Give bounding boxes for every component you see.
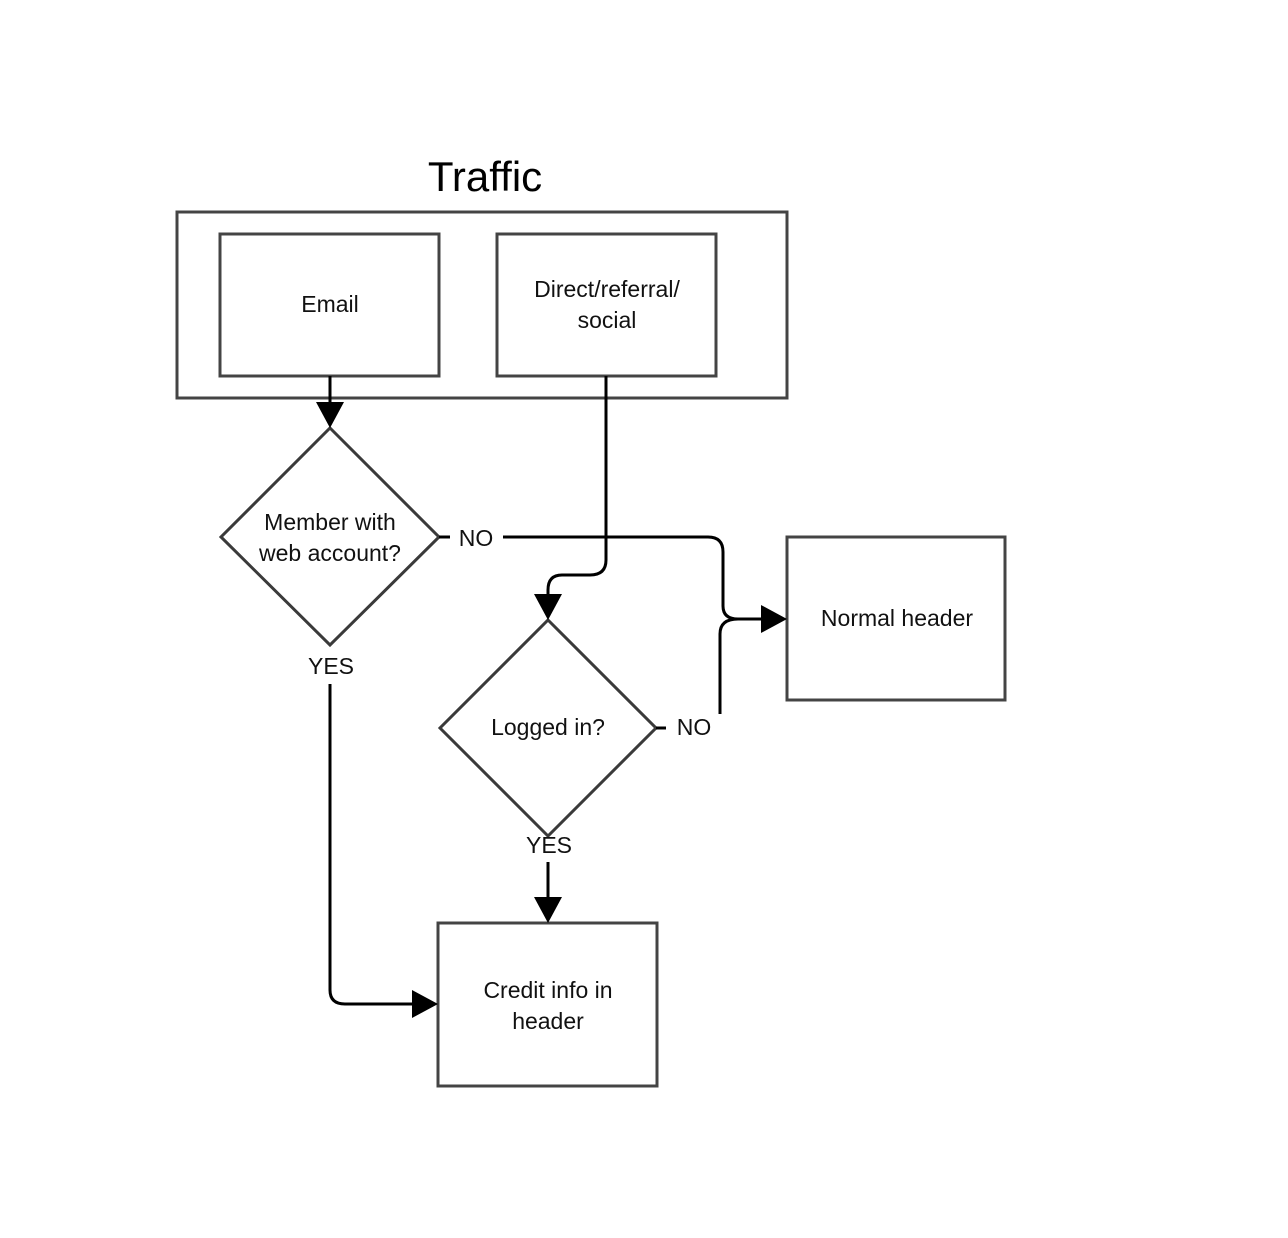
member-no-label: NO (459, 525, 494, 551)
direct-label-line1: Direct/referral/ (534, 276, 680, 302)
edge-logged-no-to-normal (718, 617, 739, 714)
normal-header-box (785, 535, 1007, 702)
member-label-line2: web account? (258, 540, 401, 566)
credit-info-label-line2: header (512, 1008, 584, 1034)
arrowhead-email-to-member (316, 402, 344, 428)
member-yes-label: YES (308, 653, 354, 679)
normal-header-node: Normal header (785, 535, 1007, 702)
direct-referral-social-node: Direct/referral/ social (495, 232, 718, 378)
email-node: Email (218, 232, 441, 378)
arrowhead-direct-to-logged-in (534, 594, 562, 620)
arrowhead-to-credit-from-member (412, 990, 438, 1018)
member-decision-node: Member with web account? (218, 425, 442, 648)
edge-direct-to-logged-in (546, 376, 608, 594)
normal-header-label: Normal header (821, 605, 973, 631)
logged-in-label: Logged in? (491, 714, 605, 740)
logged-no-label: NO (677, 714, 712, 740)
direct-label-line2: social (578, 307, 637, 333)
credit-info-box (436, 921, 659, 1088)
email-label: Email (301, 291, 359, 317)
credit-info-node: Credit info in header (436, 921, 659, 1088)
edge-member-yes-to-credit (328, 684, 412, 1006)
email-box (218, 232, 441, 378)
member-decision-diamond (218, 425, 442, 648)
logged-yes-label: YES (526, 832, 572, 858)
arrowhead-to-normal-header (761, 605, 787, 633)
credit-info-label-line1: Credit info in (483, 977, 612, 1003)
arrowhead-to-credit-from-logged (534, 897, 562, 923)
diagram-title: Traffic (428, 153, 542, 200)
logged-in-decision-diamond (437, 617, 659, 839)
logged-in-decision-node: Logged in? (437, 617, 659, 839)
direct-referral-social-box (495, 232, 718, 378)
member-label-line1: Member with (264, 509, 396, 535)
